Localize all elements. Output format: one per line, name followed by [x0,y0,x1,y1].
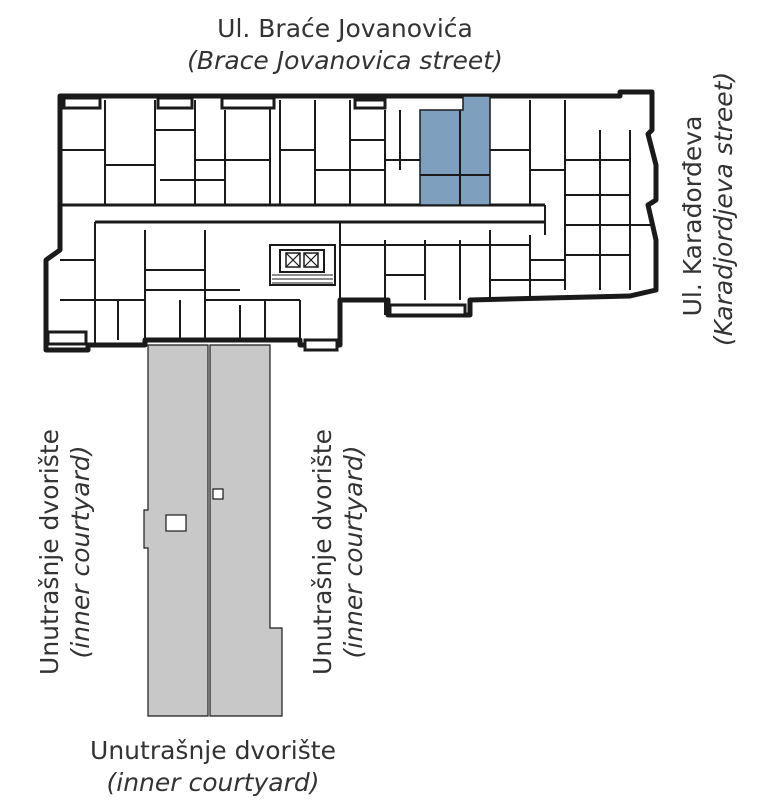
courtyard-middle-name: Unutrašnje dvorište [308,429,337,675]
top-street-translation: (Brace Jovanovica street) [187,46,503,75]
courtyard-bottom-label: Unutrašnje dvorište (inner courtyard) [90,738,336,795]
top-street-label: Ul. Braće Jovanovića (Brace Jovanovica s… [187,16,503,73]
courtyard-left-label: Unutrašnje dvorište (inner courtyard) [35,422,95,682]
highlighted-unit [419,95,491,206]
courtyard-middle-translation: (inner courtyard) [339,445,368,659]
courtyard-left-translation: (inner courtyard) [66,445,95,659]
interior-walls-lower [60,222,565,345]
interior-walls [62,100,652,290]
right-street-translation: (Karadjordjeva street) [709,71,738,346]
courtyard-bottom-name: Unutrašnje dvorište [90,736,336,765]
courtyard-left-name: Unutrašnje dvorište [35,429,64,675]
courtyard-middle-label: Unutrašnje dvorište (inner courtyard) [308,422,368,682]
right-street-label: Ul. Karađorđeva (Karadjordjeva street) [678,71,738,346]
top-street-name: Ul. Braće Jovanovića [217,14,473,43]
courtyard-strip [143,344,283,717]
right-street-name: Ul. Karađorđeva [678,115,707,317]
balconies [46,96,467,352]
courtyard-bottom-translation: (inner courtyard) [106,768,320,797]
elevator-core [269,244,336,286]
